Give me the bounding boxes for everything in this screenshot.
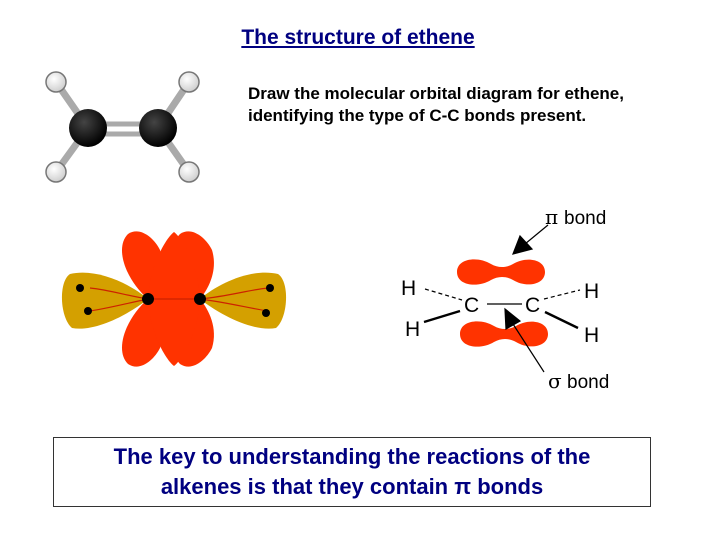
pi-bond-label: bond <box>564 208 606 229</box>
sigma-bond-label: bond <box>567 372 609 393</box>
atom-label-h-bottom-right: H <box>584 324 599 347</box>
hydrogen-atom-bottom-right <box>178 161 200 183</box>
atom-label-c-left: C <box>464 294 479 317</box>
hydrogen-nucleus <box>262 309 270 317</box>
carbon-atom-left <box>69 109 107 147</box>
carbon-atom-right <box>139 109 177 147</box>
hydrogen-nucleus <box>266 284 274 292</box>
hydrogen-atom-top-left <box>45 71 67 93</box>
key-message-text: The key to understanding the reactions o… <box>72 442 632 502</box>
key-message-box: The key to understanding the reactions o… <box>53 437 651 507</box>
atom-label-c-right: C <box>525 294 540 317</box>
key-message-line-2: alkenes is that they contain π bonds <box>160 474 544 499</box>
hydrogen-atom-bottom-left <box>45 161 67 183</box>
hydrogen-nucleus <box>84 307 92 315</box>
hydrogen-nucleus <box>76 284 84 292</box>
instruction-line-2: identifying the type of C-C bonds presen… <box>248 106 587 125</box>
sigma-symbol: σ <box>548 369 562 393</box>
atom-label-h-top-right: H <box>584 280 599 303</box>
label-arrows <box>504 224 549 373</box>
carbon-nucleus-left <box>142 293 154 305</box>
atom-label-h-bottom-left: H <box>405 318 420 341</box>
slide-title: The structure of ethene <box>241 26 475 49</box>
double-bond <box>100 121 146 137</box>
instruction-line-1: Draw the molecular orbital diagram for e… <box>248 84 624 103</box>
bond-lines <box>423 288 581 330</box>
carbon-nucleus-right <box>194 293 206 305</box>
key-message-line-1: The key to understanding the reactions o… <box>113 444 591 469</box>
hydrogen-atom-top-right <box>178 71 200 93</box>
pi-symbol: π <box>545 205 558 229</box>
atom-label-h-top-left: H <box>401 277 416 300</box>
pi-bond-lobes <box>457 259 548 347</box>
pi-lobe-overlap <box>148 232 200 366</box>
instruction-text: Draw the molecular orbital diagram for e… <box>248 83 688 127</box>
